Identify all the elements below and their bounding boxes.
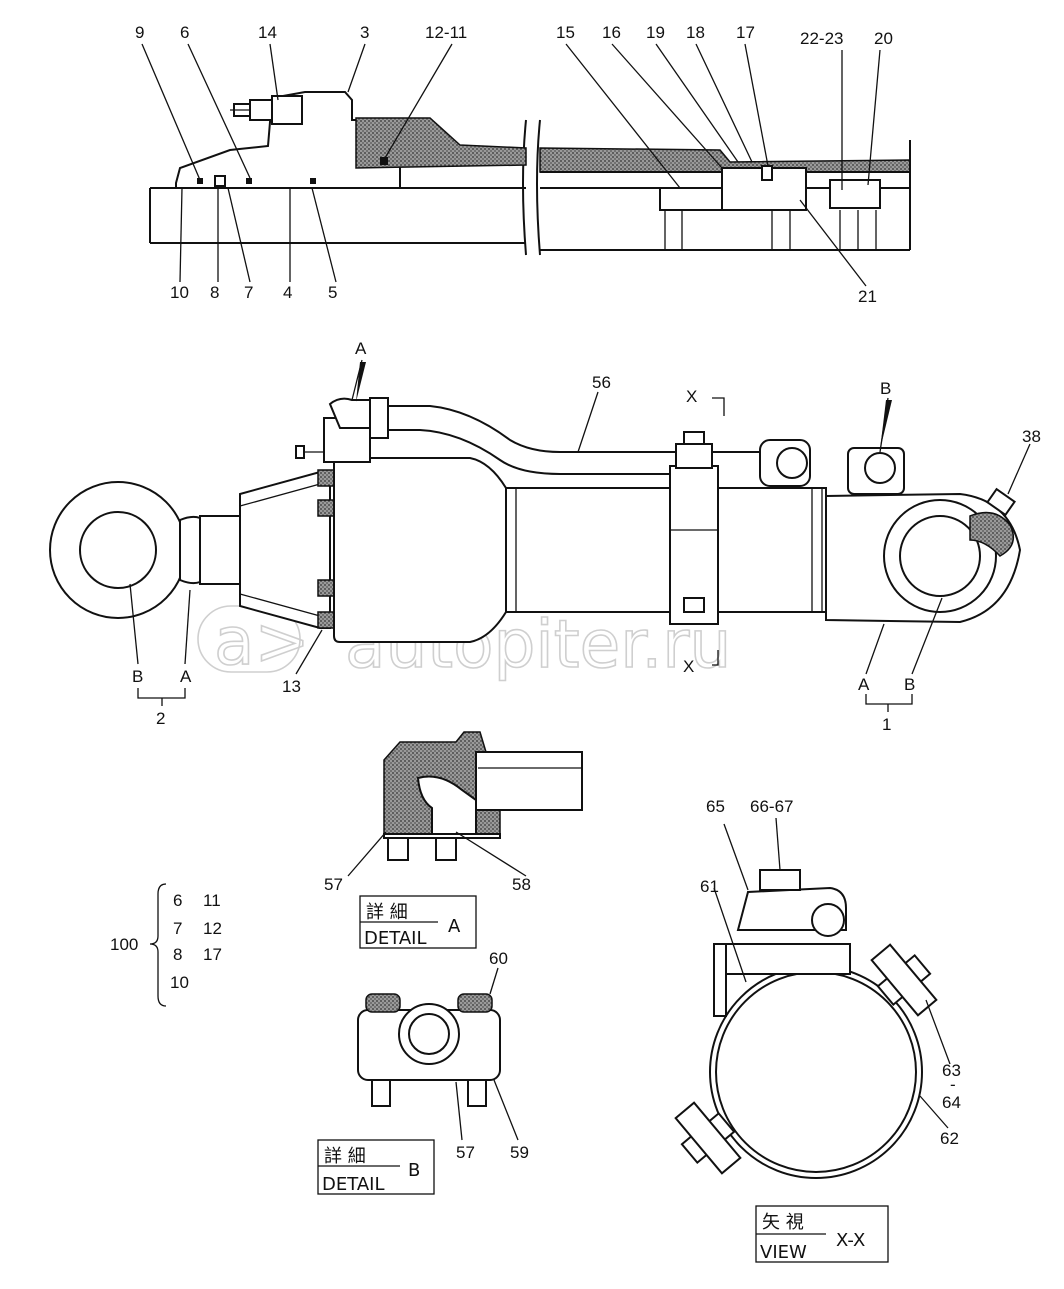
view-xx: 65 66-67 61 63 - 64 62 矢 視 VIEW X-X [674,797,961,1263]
callout-13: 13 [282,677,301,696]
callout-64: 64 [942,1093,961,1112]
callout-22-23: 22-23 [800,29,843,48]
callout-57-b: 57 [456,1143,475,1162]
detail-b-title-box [317,1139,435,1195]
detail-a: 57 58 詳 細 DETAIL A [324,731,583,949]
callout-21: 21 [858,287,877,306]
callout-8: 8 [210,283,219,302]
view-marker-x-bottom: X [683,657,694,676]
detail-a-letter: A [448,916,461,937]
callout-7: 7 [244,283,253,302]
callout-66-67: 66-67 [750,797,793,816]
callout-18: 18 [686,23,705,42]
callout-59: 59 [510,1143,529,1162]
kit-item: 7 [173,919,182,938]
callout-b-right: B [904,675,915,694]
callout-10: 10 [170,283,189,302]
detail-b: 60 57 59 詳 細 DETAIL B [317,949,529,1195]
callout-12-11: 12-11 [425,23,467,42]
callout-b-top: B [880,379,891,398]
callout-61: 61 [700,877,719,896]
callout-56: 56 [592,373,611,392]
detail-a-title-jp: 詳 細 [366,902,408,923]
view-xx-title-en: VIEW [760,1242,807,1263]
callout-dash: - [950,1075,956,1094]
kit-item: 6 [173,891,182,910]
callout-1: 1 [882,715,891,734]
kit-item: 8 [173,945,182,964]
detail-b-letter: B [408,1160,420,1181]
callout-65: 65 [706,797,725,816]
seal-kit-list: 100 6 11 7 12 8 17 10 [110,883,222,1007]
callout-9: 9 [135,23,144,42]
callout-38: 38 [1022,427,1041,446]
kit-item: 17 [203,945,222,964]
callout-19: 19 [646,23,665,42]
callout-a-left: A [180,667,192,686]
detail-b-title-jp: 詳 細 [324,1146,366,1167]
kit-number: 100 [110,935,138,954]
view-xx-letter: X-X [836,1230,865,1251]
callout-b-left: B [132,667,143,686]
callout-20: 20 [874,29,893,48]
callout-62: 62 [940,1129,959,1148]
callout-5: 5 [328,283,337,302]
callout-58: 58 [512,875,531,894]
callout-2: 2 [156,709,165,728]
callout-4: 4 [283,283,292,302]
callout-57: 57 [324,875,343,894]
callout-15: 15 [556,23,575,42]
callout-6: 6 [180,23,189,42]
detail-b-title-en: DETAIL [322,1174,384,1195]
callout-16: 16 [602,23,621,42]
kit-item: 12 [203,919,222,938]
callout-14: 14 [258,23,277,42]
sectional-view: 9 6 14 3 12-11 15 16 19 18 17 22-23 20 1… [135,23,911,306]
view-xx-title-jp: 矢 視 [762,1212,804,1233]
callout-a-top: A [355,339,367,358]
kit-item: 10 [170,973,189,992]
callout-a-right: A [858,675,870,694]
callout-17: 17 [736,23,755,42]
view-marker-x-top: X [686,387,697,406]
callout-63: 63 [942,1061,961,1080]
callout-60: 60 [489,949,508,968]
cylinder-view: A 56 B 38 B A 13 A B 2 1 X X [49,339,1041,734]
detail-a-title-en: DETAIL [364,928,426,949]
kit-item: 11 [203,891,221,910]
callout-3: 3 [360,23,369,42]
